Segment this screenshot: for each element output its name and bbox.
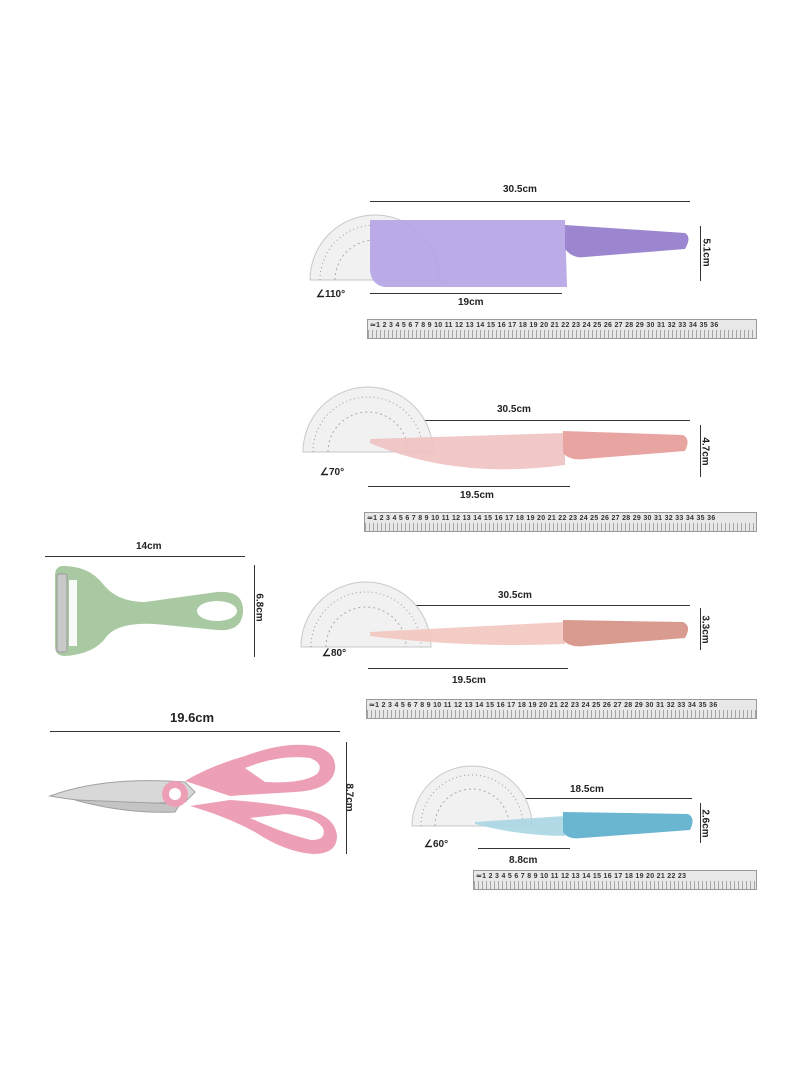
cleaver-length-label: 30.5cm (503, 184, 537, 195)
paring-knife-blade (475, 816, 565, 836)
paring-knife-length-label: 18.5cm (570, 784, 604, 795)
chef-knife-protractor (302, 386, 434, 453)
cleaver-ruler: ≃1 2 3 4 5 6 7 8 9 10 11 12 13 14 15 16 … (367, 319, 757, 339)
cleaver-knife (370, 220, 689, 287)
scissors-height-line (346, 742, 347, 854)
peeler (55, 566, 243, 656)
cleaver-length-line (370, 201, 690, 202)
peeler-height-label: 6.8cm (253, 593, 265, 622)
paring-knife-handle (563, 812, 693, 839)
paring-knife-ruler: ≃1 2 3 4 5 6 7 8 9 10 11 12 13 14 15 16 … (473, 870, 757, 890)
chef-knife-height-label: 4.7cm (699, 437, 711, 466)
paring-knife-blade-label: 8.8cm (509, 855, 538, 866)
paring-knife-angle-label: ∠60° (424, 839, 449, 850)
paring-knife-protractor (411, 765, 533, 827)
cleaver-height-line (700, 226, 701, 281)
cleaver-handle (565, 225, 689, 258)
peeler-height-line (254, 565, 255, 657)
paring-knife-height-line (700, 803, 701, 843)
cleaver-blade-line (370, 293, 562, 294)
peeler-length-label: 14cm (136, 541, 162, 552)
peeler-blade (56, 573, 68, 653)
slicer-knife-handle (563, 620, 689, 647)
chef-knife-length-label: 30.5cm (497, 404, 531, 415)
peeler-length-line (45, 556, 245, 557)
paring-knife-height-label: 2.6cm (699, 809, 711, 838)
chef-knife (370, 431, 688, 470)
peeler-body (55, 566, 243, 656)
cleaver-height-label: 5.1cm (700, 238, 712, 267)
scissors-blade-bottom (74, 799, 181, 813)
slicer-knife-blade (370, 622, 565, 645)
slicer-knife-height-line (700, 608, 701, 650)
cleaver-angle-label: ∠110° (316, 289, 346, 300)
scissors-finger-hole-top (245, 757, 320, 783)
scissors-pivot (169, 788, 181, 800)
slicer-knife-blade-label: 19.5cm (452, 675, 486, 686)
paring-knife-blade-line (478, 848, 570, 849)
slicer-knife-length-line (370, 605, 690, 606)
slicer-knife-height-label: 3.3cm (699, 615, 711, 644)
chef-knife-handle (563, 431, 688, 460)
chef-knife-blade-line (368, 486, 570, 487)
scissors-finger-hole-bottom (250, 814, 324, 840)
chef-knife-height-line (700, 425, 701, 477)
peeler-hang-hole (197, 601, 237, 621)
paring-knife (475, 812, 693, 839)
scissors-length-line (50, 731, 340, 732)
paring-knife-length-line (470, 798, 692, 799)
scissors-handle-bottom (190, 800, 337, 854)
slicer-knife (370, 620, 689, 647)
slicer-knife-ruler: ≃1 2 3 4 5 6 7 8 9 10 11 12 13 14 15 16 … (366, 699, 757, 719)
slicer-knife-blade-line (368, 668, 568, 669)
scissors (48, 744, 337, 854)
cleaver-blade (370, 220, 567, 287)
scissors-height-label: 8.7cm (343, 783, 355, 812)
chef-knife-length-line (370, 420, 690, 421)
chef-knife-ruler: ≃1 2 3 4 5 6 7 8 9 10 11 12 13 14 15 16 … (364, 512, 757, 532)
scissors-length-label: 19.6cm (170, 710, 215, 725)
chef-knife-blade-label: 19.5cm (460, 490, 494, 501)
slicer-knife-angle-label: ∠80° (322, 648, 347, 659)
cleaver-blade-label: 19cm (458, 297, 484, 308)
slicer-knife-length-label: 30.5cm (498, 590, 532, 601)
chef-knife-blade (370, 433, 565, 470)
chef-knife-angle-label: ∠70° (320, 467, 345, 478)
